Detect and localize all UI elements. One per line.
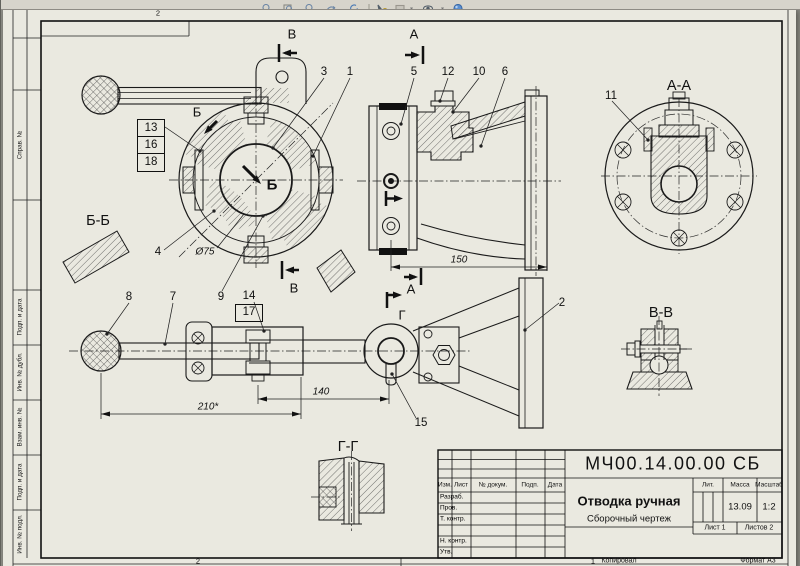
visibility-eye-icon[interactable] [422, 5, 434, 10]
tb-col-doc: № докум. [478, 481, 508, 489]
tb-sheet-no: Лист 1 [704, 524, 726, 532]
drawing-sheet [3, 8, 796, 566]
balloon-12: 12 [441, 66, 455, 78]
balloon-3: 3 [320, 66, 328, 78]
balloon-14: 14 [242, 290, 256, 302]
tb-col-podp: Подп. [521, 481, 539, 489]
tb-sheets-total: Листов 2 [744, 524, 774, 532]
tb-scale-value: 1:2 [762, 501, 776, 513]
zoom-selected-icon[interactable] [305, 3, 314, 11]
margin-label-podp-lower: Подп. и дата [16, 463, 24, 501]
margin-label-inv-podl: Инв. № подл. [16, 514, 24, 554]
tb-col-data: Дата [547, 481, 563, 489]
balloon-13: 13 [138, 120, 164, 137]
section-flags [277, 44, 425, 308]
view-section-gg [311, 451, 385, 531]
zoom-window-icon[interactable] [283, 4, 293, 10]
cut-letter-v-top: В [287, 26, 297, 42]
margin-label-podp-upper: Подп. и дата [16, 298, 24, 336]
cut-letter-g: Г [398, 307, 406, 323]
dim-dia75: Ø75 [195, 246, 215, 258]
tb-row-tkontr: Т. контр. [440, 515, 466, 523]
balloon-box-17: 17 [235, 304, 263, 322]
view-side-section [357, 86, 561, 276]
tb-lit-label: Лит. [702, 481, 714, 489]
balloon-6: 6 [501, 66, 509, 78]
balloon-15: 15 [414, 417, 428, 429]
zone-top: 2 [155, 8, 161, 18]
copied-label: Копировал [601, 557, 637, 565]
title-block-grid [437, 449, 783, 559]
rotate-view-icon[interactable] [327, 6, 336, 11]
drawing-designation: МЧ00.14.00.00 СБ [585, 453, 761, 474]
cut-letter-b-center: Б [266, 176, 278, 194]
balloon-4: 4 [154, 246, 162, 258]
cut-letter-b-flag: Б [192, 104, 202, 120]
tb-mass-value: 13.09 [728, 501, 752, 513]
drawing-title: Отводка ручная [577, 493, 681, 509]
margin-label-vzam: Взам. инв. № [16, 407, 24, 447]
balloon-11: 11 [605, 90, 617, 102]
balloon-leaders [105, 77, 650, 419]
balloon-5: 5 [410, 66, 418, 78]
dropdown-icon[interactable] [410, 7, 413, 11]
zone-bottom-left: 2 [195, 556, 201, 566]
label-section-aa: А-А [666, 78, 692, 94]
balloon-8: 8 [125, 291, 133, 303]
view-section-aa [601, 91, 757, 254]
shaded-sphere-icon[interactable] [453, 3, 463, 11]
dim-210: 210* [197, 401, 219, 413]
dropdown-icon[interactable] [441, 7, 444, 11]
format-label: Формат А3 [740, 557, 776, 565]
zone-bottom-right: 1 [590, 556, 596, 566]
cut-letter-a-top: А [409, 26, 419, 42]
tb-mass-label: Масса [730, 481, 750, 489]
drawing-doc-type: Сборочный чертеж [587, 513, 671, 525]
tb-row-utv: Утв. [440, 548, 453, 556]
tb-row-prov: Пров. [440, 504, 458, 512]
zoom-in-icon[interactable] [262, 3, 271, 11]
balloon-17: 17 [242, 306, 256, 318]
margin-label-inv-dubl: Инв. № дубл. [16, 352, 24, 392]
dim-140: 140 [312, 386, 330, 398]
tb-scale-label: Масштаб [755, 481, 783, 489]
inner-frame [40, 20, 783, 559]
cut-letter-v-bottom: В [289, 280, 299, 296]
label-section-gg: Г-Г [337, 439, 359, 455]
balloon-9: 9 [217, 291, 225, 303]
margin-label-sprav: Справ. № [16, 130, 24, 160]
balloon-16: 16 [138, 137, 164, 154]
balloon-stack-13-16-18: 13 16 18 [137, 119, 165, 172]
app-toolbar [1, 0, 800, 10]
balloon-7: 7 [169, 291, 177, 303]
layers-icon[interactable] [395, 4, 405, 11]
tb-row-razrab: Разраб. [440, 493, 464, 501]
balloon-18: 18 [144, 156, 158, 168]
label-section-bb: Б-Б [86, 213, 110, 229]
balloon-10: 10 [472, 66, 486, 78]
view-lever [69, 277, 544, 429]
markup-pointer-icon[interactable] [377, 4, 388, 10]
tb-row-nkontr: Н. контр. [440, 537, 467, 545]
label-section-vv: В-В [648, 305, 674, 321]
balloon-1: 1 [346, 66, 354, 78]
view-front [62, 57, 356, 293]
cut-letter-a-bottom: А [406, 281, 416, 297]
tb-col-izm: Изм. [438, 481, 452, 489]
refresh-icon[interactable] [350, 4, 358, 10]
view-section-vv [621, 316, 693, 396]
dim-150: 150 [450, 254, 468, 266]
tb-col-list: Лист [453, 481, 469, 489]
balloon-2: 2 [558, 297, 566, 309]
